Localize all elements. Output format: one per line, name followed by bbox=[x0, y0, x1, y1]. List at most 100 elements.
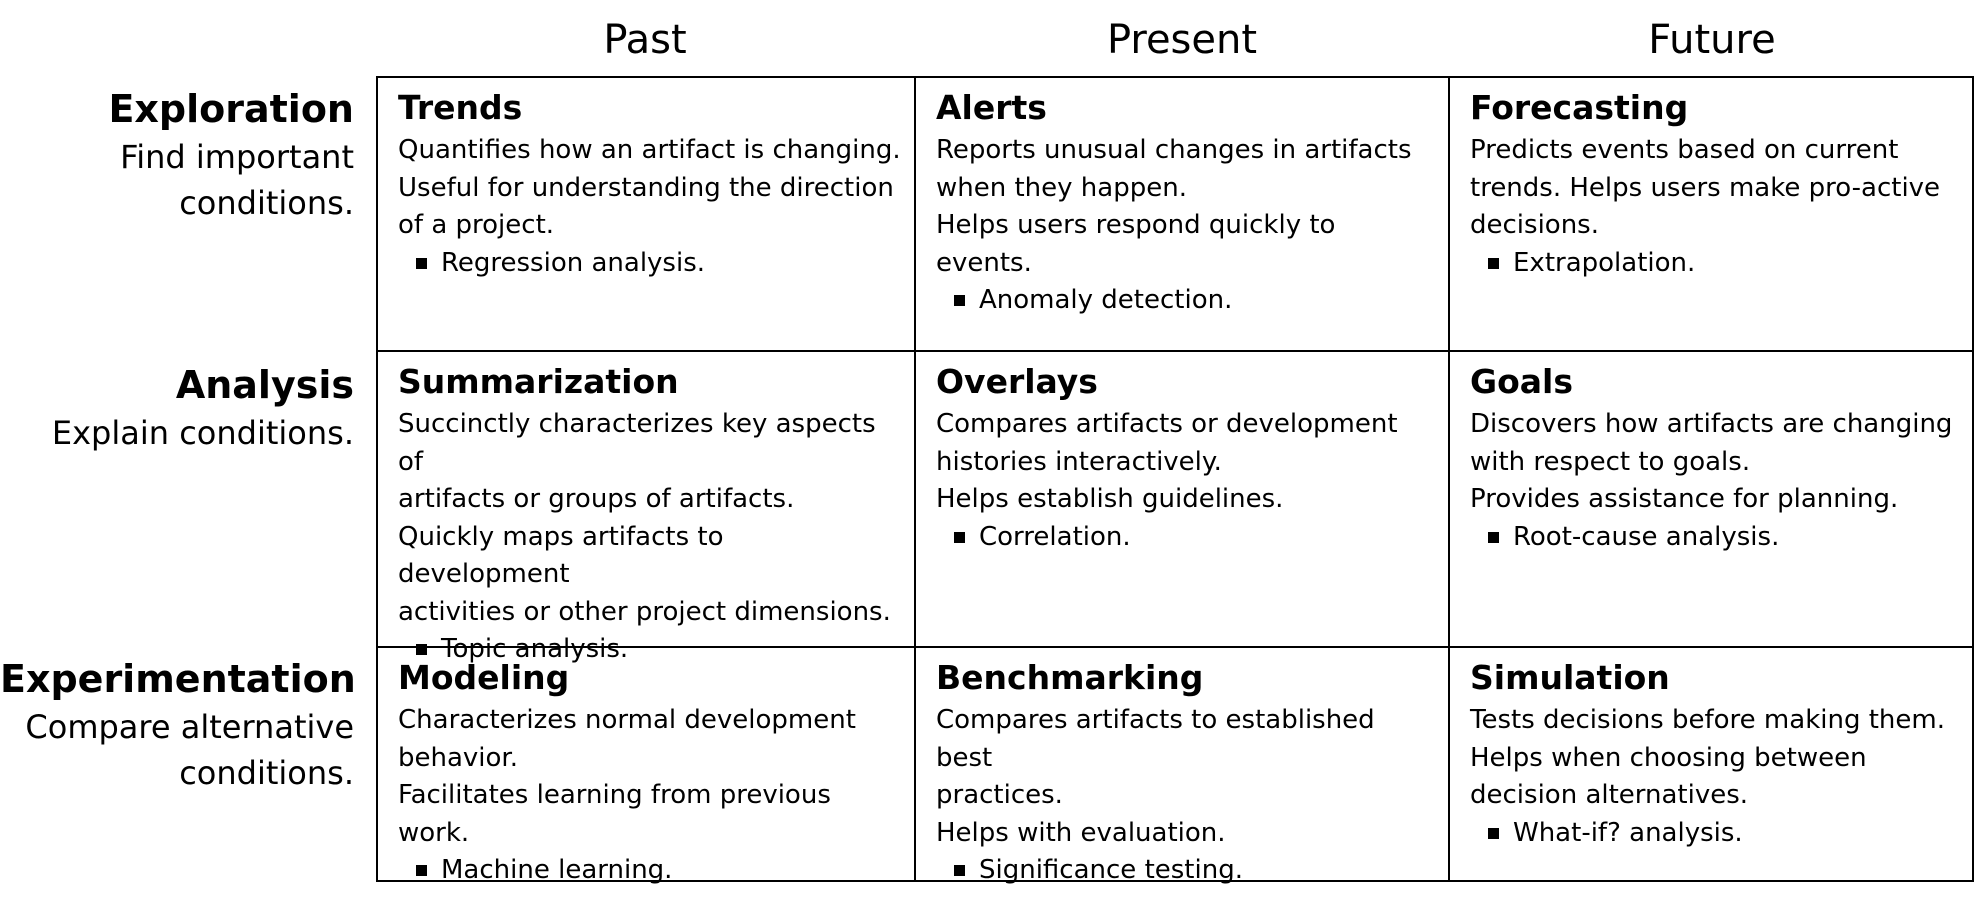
description-line: Compares artifacts to established best bbox=[936, 705, 1375, 773]
description-line: Discovers how artifacts are changing bbox=[1470, 409, 1953, 439]
row-header-experimentation: Experimentation Compare alternative cond… bbox=[0, 654, 356, 796]
description-line: Helps users respond quickly to events. bbox=[936, 210, 1336, 278]
grid-divider bbox=[1448, 78, 1450, 880]
cell-description: Predicts events based on current trends. … bbox=[1470, 132, 1960, 245]
description-line: artifacts or groups of artifacts. bbox=[398, 484, 795, 514]
column-header-present: Present bbox=[1106, 17, 1258, 63]
square-bullet-icon bbox=[954, 865, 965, 877]
row-subtitle-line: Compare alternative bbox=[25, 708, 354, 746]
square-bullet-icon bbox=[416, 644, 427, 656]
cell-description: Reports unusual changes in artifacts when… bbox=[936, 132, 1436, 282]
technique-bullet: Root-cause analysis. bbox=[1470, 519, 1960, 557]
technique-bullet: Extrapolation. bbox=[1470, 245, 1960, 283]
cell-title: Benchmarking bbox=[936, 658, 1204, 697]
cell-description: Quantifies how an artifact is changing. U… bbox=[398, 132, 902, 245]
description-line: behavior. bbox=[398, 742, 518, 773]
row-title: Exploration bbox=[108, 87, 354, 131]
grid-divider bbox=[378, 646, 1972, 648]
technique-label: Machine learning. bbox=[441, 855, 673, 885]
technique-label: Anomaly detection. bbox=[979, 285, 1233, 315]
row-subtitle-line: Explain conditions. bbox=[51, 414, 354, 452]
description-line: trends. Helps users make pro-active bbox=[1470, 172, 1941, 203]
description-line: activities or other project dimensions. bbox=[398, 596, 891, 627]
description-line: practices. bbox=[936, 780, 1063, 810]
cell-title: Forecasting bbox=[1470, 88, 1689, 127]
technique-label: Significance testing. bbox=[979, 855, 1243, 885]
cell-title: Overlays bbox=[936, 362, 1098, 401]
technique-bullet: Regression analysis. bbox=[398, 245, 902, 283]
cell-description: Characterizes normal development behavior… bbox=[398, 702, 902, 852]
technique-bullet: Correlation. bbox=[936, 519, 1436, 557]
column-header-future: Future bbox=[1648, 17, 1776, 63]
description-line: decisions. bbox=[1470, 210, 1599, 240]
row-subtitle-line: conditions. bbox=[179, 754, 354, 792]
description-line: Provides assistance for planning. bbox=[1470, 484, 1899, 514]
row-title: Experimentation bbox=[0, 657, 356, 701]
cell-description: Compares artifacts to established best pr… bbox=[936, 702, 1436, 852]
description-line: Facilitates learning from previous work. bbox=[398, 780, 831, 848]
row-title: Analysis bbox=[175, 363, 354, 407]
column-header-past: Past bbox=[603, 17, 687, 63]
row-header-exploration: Exploration Find important conditions. bbox=[0, 84, 354, 226]
square-bullet-icon bbox=[416, 865, 427, 877]
description-line: Helps when choosing between bbox=[1470, 742, 1867, 773]
description-line: Predicts events based on current bbox=[1470, 135, 1899, 165]
description-line: Characterizes normal development bbox=[398, 705, 856, 735]
grid-divider bbox=[914, 78, 916, 880]
square-bullet-icon bbox=[1488, 827, 1499, 839]
square-bullet-icon bbox=[1488, 531, 1499, 543]
description-line: Succinctly characterizes key aspects of bbox=[398, 409, 876, 477]
description-line: Useful for understanding the direction bbox=[398, 172, 894, 203]
technique-label: Regression analysis. bbox=[441, 247, 706, 278]
description-line: Compares artifacts or development bbox=[936, 409, 1398, 439]
description-line: Helps with evaluation. bbox=[936, 817, 1226, 848]
square-bullet-icon bbox=[954, 531, 965, 543]
square-bullet-icon bbox=[1488, 257, 1499, 269]
technique-label: Correlation. bbox=[979, 521, 1131, 552]
technique-bullet: Anomaly detection. bbox=[936, 282, 1436, 320]
cell-title: Alerts bbox=[936, 88, 1047, 127]
technique-label: Topic analysis. bbox=[441, 634, 629, 664]
description-line: of a project. bbox=[398, 210, 555, 240]
cell-title: Simulation bbox=[1470, 658, 1670, 697]
row-subtitle-line: Find important bbox=[120, 138, 354, 176]
cell-description: Compares artifacts or development histori… bbox=[936, 406, 1436, 519]
cell-title: Trends bbox=[398, 88, 523, 127]
technique-bullet: What-if? analysis. bbox=[1470, 815, 1960, 853]
cell-description: Succinctly characterizes key aspects of a… bbox=[398, 406, 902, 631]
cell-description: Tests decisions before making them. Helps… bbox=[1470, 702, 1960, 815]
description-line: Tests decisions before making them. bbox=[1470, 705, 1945, 735]
technique-bullet: Significance testing. bbox=[936, 852, 1436, 890]
technique-label: Extrapolation. bbox=[1513, 247, 1696, 278]
technique-label: What-if? analysis. bbox=[1513, 817, 1743, 848]
row-header-analysis: Analysis Explain conditions. bbox=[0, 360, 354, 456]
cell-title: Summarization bbox=[398, 362, 679, 401]
description-line: histories interactively. bbox=[936, 446, 1222, 477]
description-line: with respect to goals. bbox=[1470, 446, 1751, 477]
description-line: when they happen. bbox=[936, 172, 1187, 203]
technique-label: Root-cause analysis. bbox=[1513, 521, 1780, 552]
technique-bullet: Topic analysis. bbox=[398, 631, 902, 669]
description-line: Reports unusual changes in artifacts bbox=[936, 135, 1412, 165]
description-line: Helps establish guidelines. bbox=[936, 484, 1284, 514]
square-bullet-icon bbox=[416, 257, 427, 269]
description-line: Quantifies how an artifact is changing. bbox=[398, 135, 901, 165]
description-line: Quickly maps artifacts to development bbox=[398, 521, 724, 590]
grid-divider bbox=[378, 350, 1972, 352]
cell-title: Modeling bbox=[398, 658, 570, 697]
technique-bullet: Machine learning. bbox=[398, 852, 902, 890]
cell-title: Goals bbox=[1470, 362, 1573, 401]
square-bullet-icon bbox=[954, 295, 965, 307]
row-subtitle-line: conditions. bbox=[179, 184, 354, 222]
description-line: decision alternatives. bbox=[1470, 780, 1749, 810]
